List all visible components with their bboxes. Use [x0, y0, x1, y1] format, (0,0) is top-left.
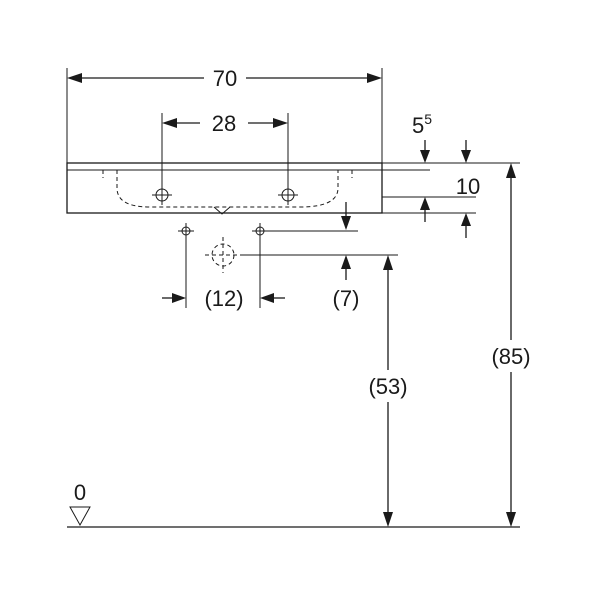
tap-hole-right: [278, 185, 298, 205]
dimension-waste-height: [383, 255, 393, 527]
dimension-rim-offset: [420, 140, 471, 163]
label-rim-offset-main: 5: [412, 113, 424, 138]
dimension-waste-offset: [241, 202, 398, 280]
right-reference-lines: [382, 162, 520, 214]
label-rim-offset-sup: 5: [424, 111, 432, 127]
dimension-total-width: [66, 68, 383, 163]
label-waste-spacing: (12): [204, 286, 243, 311]
drain-notch: [213, 206, 231, 215]
dimension-total-height: [506, 163, 516, 527]
overflow-dashed-marks: [102, 170, 353, 178]
floor-line: [67, 506, 520, 528]
dimension-waste-spacing: [162, 239, 285, 308]
tap-hole-left: [152, 185, 172, 205]
label-floor-level: 0: [74, 480, 86, 505]
waste-outlet: [205, 237, 241, 273]
supply-connection-left: [178, 223, 194, 239]
basin-body-rect: [66, 162, 383, 214]
label-waste-offset: (7): [333, 286, 360, 311]
label-total-height: (85): [491, 344, 530, 369]
label-width-tap-holes: 28: [212, 111, 236, 136]
label-width-total: 70: [213, 66, 237, 91]
bowl-inner-contour: [116, 170, 339, 208]
supply-connection-right: [252, 223, 268, 239]
dimension-basin-thickness: [420, 197, 471, 238]
label-waste-height: (53): [368, 374, 407, 399]
dimension-tap-hole-spacing: [161, 113, 289, 188]
label-basin-thickness: 10: [456, 174, 480, 199]
floor-level-marker: [69, 506, 91, 527]
label-rim-offset: 55: [412, 111, 432, 138]
basin-outline: [66, 162, 383, 215]
